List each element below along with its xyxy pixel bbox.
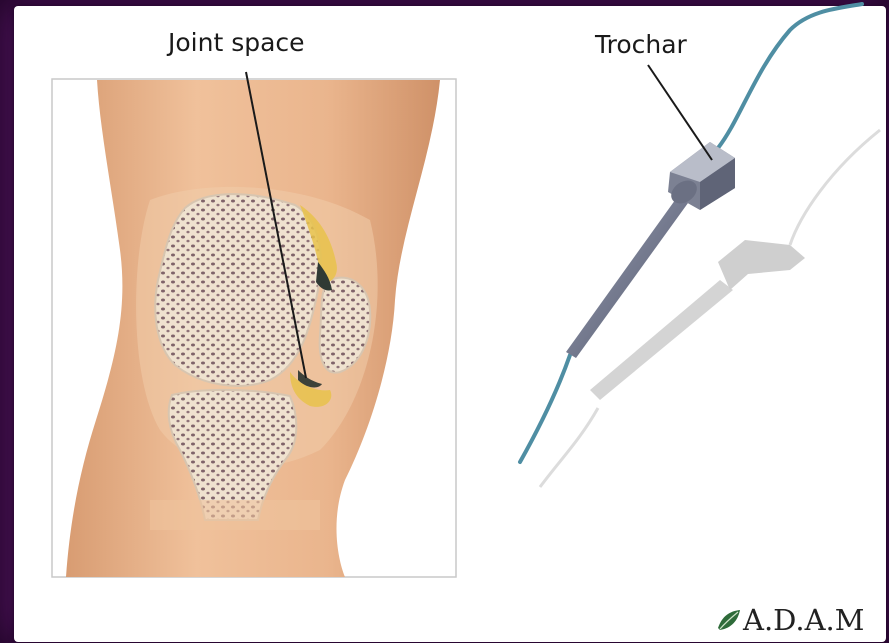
trochar-leader: [648, 65, 712, 160]
adam-logo: A.D.A.M: [716, 604, 864, 636]
logo-text: A.D.A.M: [743, 603, 864, 637]
trochar-instrument: [520, 4, 880, 487]
trochar-label: Trochar: [595, 30, 687, 59]
knee-illustration: [52, 79, 456, 577]
femur-bone: [155, 194, 321, 386]
leaf-logo-icon: [716, 608, 742, 632]
trochar-cable: [520, 4, 862, 462]
joint-space-label: Joint space: [168, 28, 305, 57]
